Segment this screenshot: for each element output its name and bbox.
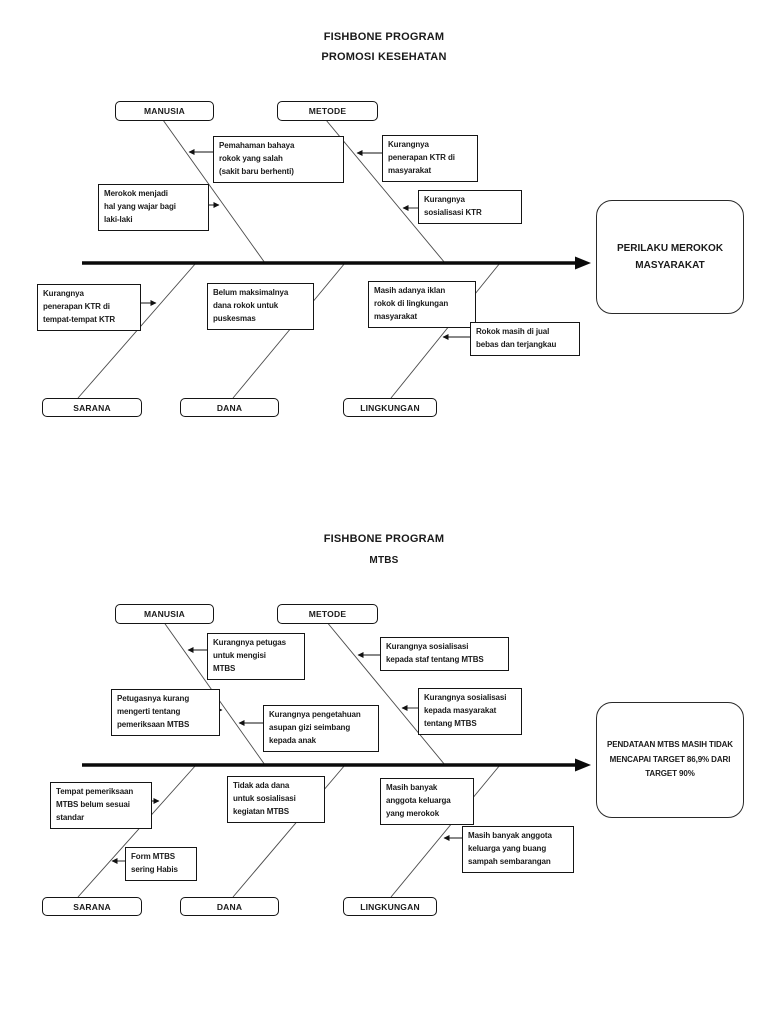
cause-box-mtbs-metode-2: Kurangnya sosialisasi kepada masyarakat … <box>418 688 522 735</box>
cause-box-metode-1: Kurangnya penerapan KTR di masyarakat <box>382 135 478 182</box>
cause-box-manusia-2: Merokok menjadi hal yang wajar bagi laki… <box>98 184 209 231</box>
cause-box-lingkungan-2: Rokok masih di jual bebas dan terjangkau <box>470 322 580 356</box>
cause-box-mtbs-lingkungan-1: Masih banyak anggota keluarga yang merok… <box>380 778 474 825</box>
effect-box-pendataan-mtbs: PENDATAAN MTBS MASIH TIDAK MENCAPAI TARG… <box>596 702 744 818</box>
category-box-sarana: SARANA <box>42 398 142 417</box>
cause-box-mtbs-sarana-2: Form MTBS sering Habis <box>125 847 197 881</box>
cause-box-manusia-1: Pemahaman bahaya rokok yang salah (sakit… <box>213 136 344 183</box>
category-box-dana: DANA <box>180 398 279 417</box>
cause-box-sarana-1: Kurangnya penerapan KTR di tempat-tempat… <box>37 284 141 331</box>
category-box-dana-2: DANA <box>180 897 279 916</box>
cause-box-mtbs-lingkungan-2: Masih banyak anggota keluarga yang buang… <box>462 826 574 873</box>
cause-box-mtbs-manusia-1: Kurangnya petugas untuk mengisi MTBS <box>207 633 305 680</box>
diagram2-subtitle: MTBS <box>369 555 399 566</box>
diagram2-spine-arrow <box>82 758 591 772</box>
cause-box-lingkungan-1: Masih adanya iklan rokok di lingkungan m… <box>368 281 476 328</box>
category-box-sarana-2: SARANA <box>42 897 142 916</box>
diagram1-spine-arrow <box>82 256 591 270</box>
category-box-manusia: MANUSIA <box>115 101 214 121</box>
category-box-metode: METODE <box>277 101 378 121</box>
cause-box-mtbs-sarana-1: Tempat pemeriksaan MTBS belum sesuai sta… <box>50 782 152 829</box>
cause-box-mtbs-manusia-2: Petugasnya kurang mengerti tentang pemer… <box>111 689 220 736</box>
category-box-lingkungan: LINGKUNGAN <box>343 398 437 417</box>
diagram1-title: FISHBONE PROGRAM <box>323 31 445 43</box>
category-box-metode-2: METODE <box>277 604 378 624</box>
diagram2-cause-arrows <box>111 647 471 864</box>
effect-box-perilaku-merokok: PERILAKU MEROKOK MASYARAKAT <box>596 200 744 314</box>
category-box-manusia-2: MANUSIA <box>115 604 214 624</box>
cause-box-metode-2: Kurangnya sosialisasi KTR <box>418 190 522 224</box>
category-box-lingkungan-2: LINGKUNGAN <box>343 897 437 916</box>
cause-box-dana-1: Belum maksimalnya dana rokok untuk puske… <box>207 283 314 330</box>
cause-box-mtbs-dana-1: Tidak ada dana untuk sosialisasi kegiata… <box>227 776 325 823</box>
cause-box-mtbs-manusia-3: Kurangnya pengetahuan asupan gizi seimba… <box>263 705 379 752</box>
cause-box-mtbs-metode-1: Kurangnya sosialisasi kepada staf tentan… <box>380 637 509 671</box>
diagram1-subtitle: PROMOSI KESEHATAN <box>321 51 447 63</box>
diagram2-title: FISHBONE PROGRAM <box>323 533 445 545</box>
